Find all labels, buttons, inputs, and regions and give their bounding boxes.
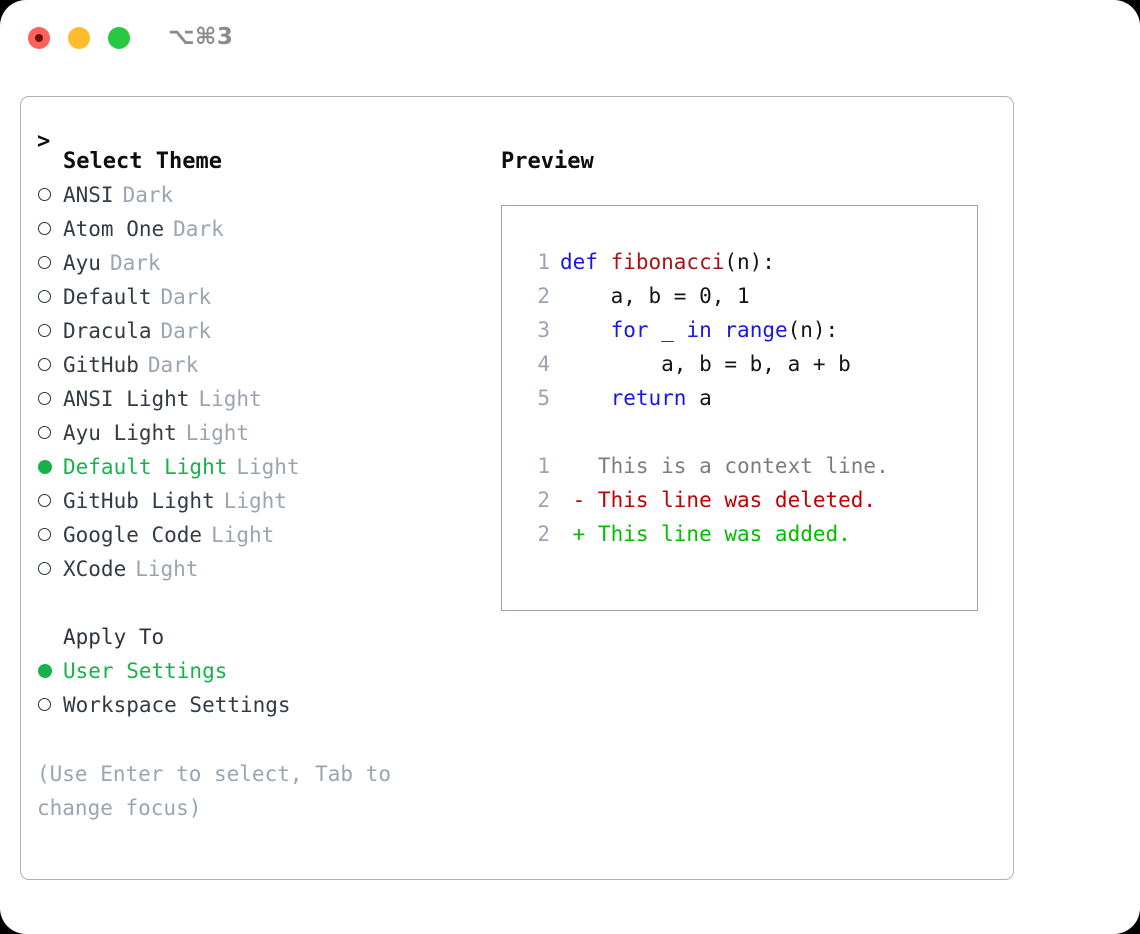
list-spacer [37,591,489,625]
theme-category: Light [211,523,275,547]
theme-name: Atom One [63,217,165,241]
preview-gap [520,420,977,454]
code-line: 1 def fibonacci(n): [520,250,977,284]
code-line: 5 return a [520,386,977,420]
theme-category: Light [135,557,199,581]
line-number: 5 [537,386,550,410]
theme-list-item[interactable]: Atom One Dark [37,217,489,251]
theme-name: ANSI [63,183,114,207]
theme-category: Dark [173,217,224,241]
code-text: a, b = b, a + b [560,352,851,376]
line-number: 2 [537,522,550,546]
diff-text: - This line was deleted. [560,488,877,512]
theme-category: Light [185,421,250,445]
code-text: return a [610,386,712,410]
theme-list-item[interactable]: Google Code Light [37,523,489,557]
theme-list-item[interactable]: Ayu Dark [37,251,489,285]
theme-name: Default Light [63,455,228,479]
theme-list-item[interactable]: GitHub Dark [37,353,489,387]
code-text: a, b = 0, 1 [560,284,750,308]
line-number: 4 [537,352,550,376]
apply-to-label: Workspace Settings [63,693,291,717]
theme-name: GitHub [63,353,139,377]
diff-line: 2 + This line was added. [520,522,977,556]
keyboard-hint-text: (Use Enter to select, Tab to change focu… [37,762,392,820]
diff-text: + This line was added. [560,522,851,546]
theme-category: Dark [147,353,199,377]
theme-name: Dracula [63,319,152,343]
line-number: 2 [537,284,550,308]
preview-title: Preview [501,149,594,174]
line-number: 3 [537,318,550,342]
theme-name: Google Code [63,523,203,547]
theme-name: Ayu Light [63,421,177,445]
apply-to-option[interactable]: Workspace Settings [37,693,489,727]
line-number: 2 [537,488,550,512]
theme-category: Dark [109,251,161,275]
code-line: 2 a, b = 0, 1 [520,284,977,318]
close-button[interactable] [28,27,50,49]
theme-name: Default [63,285,152,309]
theme-list-item[interactable]: ANSI Dark [37,183,489,217]
theme-category: Light [236,455,300,479]
apply-to-option[interactable]: User Settings [37,659,489,693]
theme-category: Light [198,387,262,411]
diff-sample: 1 This is a context line.2 - This line w… [520,454,977,556]
theme-list-item[interactable]: Dracula Dark [37,319,489,353]
minimize-button[interactable] [68,27,90,49]
theme-name: Ayu [63,251,101,275]
theme-category: Dark [122,183,174,207]
theme-list-item[interactable]: Ayu Light Light [37,421,489,455]
theme-category: Dark [160,319,212,343]
diff-line: 1 This is a context line. [520,454,977,488]
code-line: 4 a, b = b, a + b [520,352,977,386]
theme-list-item[interactable]: ANSI Light Light [37,387,489,421]
theme-category: Light [223,489,287,513]
theme-list-item[interactable]: Default Dark [37,285,489,319]
theme-name: ANSI Light [63,387,190,411]
title-bar: ⌥⌘3 [0,0,1140,76]
theme-name: XCode [63,557,127,581]
caret-icon: > [37,129,51,154]
code-text: def fibonacci(n): [560,250,775,274]
keyboard-shortcut-label: ⌥⌘3 [168,24,234,50]
line-number: 1 [537,454,550,478]
theme-list-header: > Select Theme [37,129,489,183]
theme-list-item[interactable]: Default Light Light [37,455,489,489]
code-text: for _ in range(n): [610,318,839,342]
diff-line: 2 - This line was deleted. [520,488,977,522]
line-number: 1 [537,250,550,274]
diff-text: This is a context line. [560,454,889,478]
code-line: 3 for _ in range(n): [520,318,977,352]
maximize-button[interactable] [108,27,130,49]
theme-list-item[interactable]: XCode Light [37,557,489,591]
theme-list-header-label: Select Theme [63,149,222,174]
apply-to-header: Apply To [63,625,165,649]
theme-category: Dark [160,285,212,309]
theme-name: GitHub Light [63,489,215,513]
apply-to-label: User Settings [63,659,228,683]
theme-list-item[interactable]: GitHub Light Light [37,489,489,523]
